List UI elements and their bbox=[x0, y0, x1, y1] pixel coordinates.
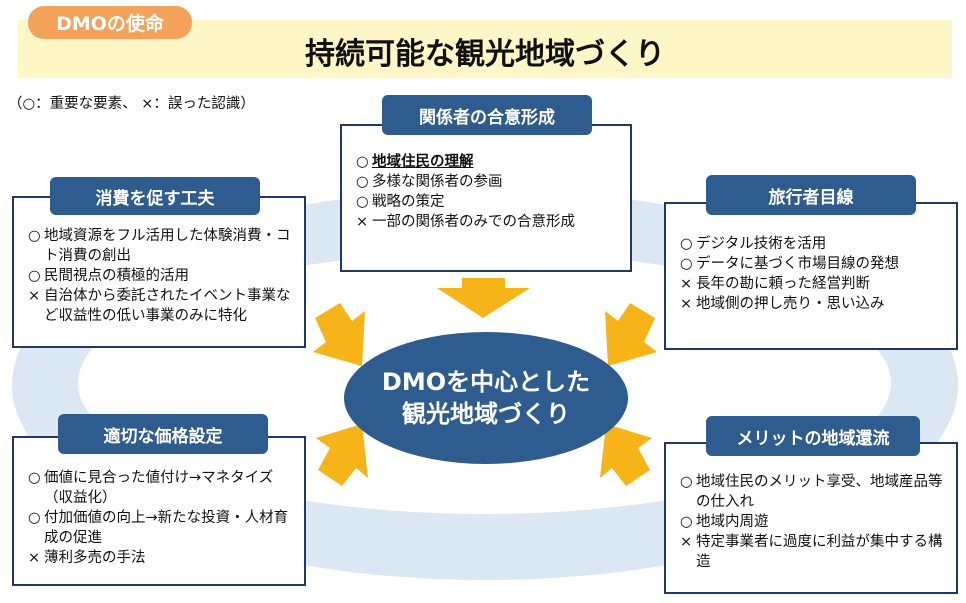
consumption-tab: 消費を促す工夫 bbox=[50, 177, 260, 215]
arrow-upper-right-icon bbox=[605, 303, 657, 366]
list-item: ○ 価値に見合った値付け→マネタイズ（収益化） bbox=[28, 470, 274, 506]
consumption-panel: ○ 地域資源をフル活用した体験消費・コト消費の創出 ○ 民間視点の積極的活用 ×… bbox=[12, 196, 306, 348]
page-title: 持続可能な観光地域づくり bbox=[305, 37, 665, 72]
list-item: ○ 地域資源をフル活用した体験消費・コト消費の創出 bbox=[28, 228, 291, 264]
list-item: × 自治体から委託されたイベント事業など収益性の低い事業のみに特化 bbox=[28, 288, 291, 324]
list-item: ○ 戦略の策定 bbox=[356, 194, 445, 210]
arrow-upper-left-icon bbox=[313, 303, 365, 366]
center-line-2: 観光地域づくり bbox=[402, 400, 570, 428]
list-item: ○ データに基づく市場目線の発想 bbox=[680, 256, 899, 272]
mission-badge: DMOの使命 bbox=[28, 6, 192, 39]
list-item: ○ 多様な関係者の参画 bbox=[356, 174, 503, 190]
list-item: × 薄利多売の手法 bbox=[28, 550, 146, 566]
merit-tab: メリットの地域還流 bbox=[706, 416, 920, 456]
center-line-1: DMOを中心とした bbox=[381, 368, 591, 396]
list-item: × 長年の勘に頼った経営判断 bbox=[680, 276, 870, 292]
consensus-tab: 関係者の合意形成 bbox=[382, 95, 592, 135]
pricing-tab: 適切な価格設定 bbox=[58, 414, 268, 454]
list-item: ○ 地域内周遊 bbox=[680, 514, 769, 530]
arrow-lower-right-icon bbox=[600, 424, 652, 486]
list-item: ○ 地域住民の理解 bbox=[356, 154, 474, 170]
list-item: × 一部の関係者のみでの合意形成 bbox=[356, 214, 575, 230]
list-item: ○ 地域住民のメリット享受、地域産品等の仕入れ bbox=[680, 474, 943, 510]
list-item: ○ デジタル技術を活用 bbox=[680, 236, 827, 252]
center-ellipse: DMOを中心とした 観光地域づくり bbox=[344, 332, 628, 464]
list-item: ○ 民間視点の積極的活用 bbox=[28, 268, 189, 284]
list-item: × 特定事業者に過度に利益が集中する構造 bbox=[680, 534, 943, 570]
traveler-tab: 旅行者目線 bbox=[706, 175, 916, 215]
arrow-lower-left-icon bbox=[316, 424, 368, 486]
traveler-panel: ○ デジタル技術を活用 ○ データに基づく市場目線の発想 × 長年の勘に頼った経… bbox=[664, 202, 958, 350]
list-item: × 地域側の押し売り・思い込み bbox=[680, 296, 885, 312]
consensus-panel: ○ 地域住民の理解 ○ 多様な関係者の参画 ○ 戦略の策定 × 一部の関係者のみ… bbox=[340, 124, 632, 272]
pricing-panel: ○ 価値に見合った値付け→マネタイズ（収益化） ○ 付加価値の向上→新たな投資・… bbox=[12, 436, 306, 586]
list-item: ○ 付加価値の向上→新たな投資・人材育成の促進 bbox=[28, 510, 289, 546]
arrow-down-icon bbox=[437, 278, 530, 318]
merit-panel: ○ 地域住民のメリット享受、地域産品等の仕入れ ○ 地域内周遊 × 特定事業者に… bbox=[664, 442, 958, 594]
legend-note: （○：重要な要素、 ×：誤った認識） bbox=[8, 96, 255, 112]
